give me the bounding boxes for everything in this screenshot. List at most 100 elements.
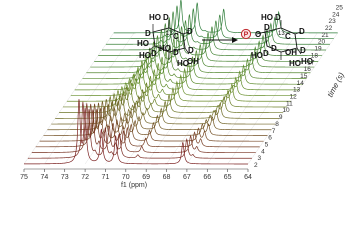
depth-tick-label: 19: [314, 46, 322, 53]
x-tick-label: 75: [20, 174, 28, 181]
product-atom-label: D: [275, 13, 281, 22]
depth-axis-title: time (s): [326, 71, 346, 99]
reactant-atom-label: HO: [137, 39, 149, 48]
x-tick-label: 70: [122, 174, 130, 181]
depth-tick-label: 20: [318, 39, 326, 46]
nmr-spectrum-trace: [109, 5, 334, 39]
nmr-spectrum-trace: [78, 54, 303, 85]
reactant-atom-label: D: [187, 27, 193, 36]
depth-tick-label: 9: [279, 114, 283, 121]
nmr-spectrum-trace: [27, 101, 252, 159]
product-structure: HO D D O P 13 C D HO D HO D HO D OH: [240, 13, 313, 68]
depth-gridline: [247, 32, 338, 165]
nmr-spectrum-trace: [35, 103, 260, 148]
nmr-spectrum-trace: [105, 11, 330, 45]
x-tick-label: 66: [203, 174, 211, 181]
depth-tick-label: 23: [329, 18, 337, 25]
x-tick-label: 74: [40, 174, 48, 181]
reactant-carbon-label: C: [173, 32, 179, 41]
reactant-structure: HO D D HO 13 C D HO D HO D OH HO D: [137, 13, 199, 68]
nmr-spectrum-trace: [82, 47, 307, 79]
reactant-atom-label: D: [151, 49, 157, 58]
x-tick-label: 69: [142, 174, 150, 181]
nmr-spectrum-trace: [63, 80, 287, 108]
depth-tick-label: 12: [290, 94, 298, 101]
depth-tick-label: 6: [268, 135, 272, 142]
depth-gridline: [44, 32, 135, 165]
x-axis-title: f1 (ppm): [121, 182, 147, 189]
nmr-spectrum-trace: [86, 41, 311, 74]
product-carbon-label: C: [285, 32, 291, 41]
depth-tick-label: 10: [282, 107, 290, 114]
product-atom-label: D: [264, 23, 270, 32]
x-tick-label: 64: [244, 174, 252, 181]
depth-tick-label: 25: [336, 4, 344, 11]
depth-tick-label: 7: [272, 128, 276, 135]
depth-tick-label: 17: [307, 59, 315, 66]
reactant-atom-label: D: [163, 13, 169, 22]
x-tick-label: 68: [163, 174, 171, 181]
product-oxygen-label: O: [255, 30, 261, 39]
depth-tick-label: 15: [300, 73, 308, 80]
depth-tick-label: 2: [254, 162, 258, 169]
reactant-atom-label: OH: [187, 57, 199, 66]
nmr-spectrum-trace: [24, 99, 248, 165]
product-atom-label: D: [271, 44, 277, 53]
nmr-spectrum-trace: [66, 73, 291, 102]
nmr-spectrum-trace: [51, 99, 276, 125]
x-tick-label: 67: [183, 174, 191, 181]
depth-tick-label: 21: [321, 32, 329, 39]
reaction-arrow: [202, 37, 238, 43]
depth-gridline: [146, 32, 237, 165]
product-atom-label: D: [300, 46, 306, 55]
nmr-spectrum-trace: [90, 35, 315, 68]
reactant-atom-label: HO: [149, 13, 161, 22]
depth-gridline: [166, 32, 257, 165]
reactant-atom-label: HO: [177, 59, 189, 68]
depth-tick-label: 22: [325, 25, 333, 32]
depth-gridline: [227, 32, 318, 165]
reactant-atom-label: D: [173, 48, 179, 57]
x-tick-label: 71: [102, 174, 110, 181]
product-atom-label: HO: [251, 51, 263, 60]
depth-tick-label: 3: [258, 155, 262, 162]
depth-tick-label: 16: [304, 66, 312, 73]
product-atom-label: D: [263, 49, 269, 58]
depth-tick-label: 14: [297, 80, 305, 87]
depth-tick-label: 18: [311, 52, 319, 59]
product-isotope-label: 13: [278, 31, 285, 37]
product-atom-label: HO: [301, 57, 313, 66]
reactant-atom-label: HO: [159, 44, 171, 53]
reactant-isotope-label: 13: [166, 31, 173, 37]
phosphate-label: P: [244, 32, 249, 39]
phosphate-circle: [240, 28, 252, 40]
product-atom-label: HO: [289, 59, 301, 68]
product-atom-label: D: [299, 27, 305, 36]
x-tick-label: 65: [224, 174, 232, 181]
x-tick-label: 72: [81, 174, 89, 181]
depth-tick-label: 13: [293, 87, 301, 94]
reactant-atom-label: D: [145, 29, 151, 38]
nmr-spectrum-trace: [55, 93, 280, 119]
nmr-spectrum-trace: [70, 66, 295, 96]
x-tick-label: 73: [61, 174, 69, 181]
nmr-spectrum-trace: [94, 29, 319, 62]
depth-tick-label: 11: [286, 100, 293, 107]
reactant-atom-label: D: [188, 46, 194, 55]
nmr-spectrum-trace: [43, 102, 268, 136]
nmr-spectrum-trace: [113, 0, 338, 34]
depth-tick-label: 8: [275, 121, 279, 128]
nmr-spectrum-trace: [31, 103, 256, 153]
depth-tick-label: 5: [265, 141, 269, 148]
nmr-spectrum-trace: [74, 60, 299, 91]
reactant-atom-label: HO: [139, 51, 151, 60]
product-atom-label: HO: [261, 13, 273, 22]
depth-gridline: [23, 32, 114, 165]
depth-gridline: [207, 32, 298, 165]
depth-tick-label: 4: [261, 148, 265, 155]
depth-tick-label: 24: [332, 11, 340, 18]
product-atom-label: OH: [285, 48, 297, 57]
nmr-spectrum-trace: [98, 23, 323, 57]
